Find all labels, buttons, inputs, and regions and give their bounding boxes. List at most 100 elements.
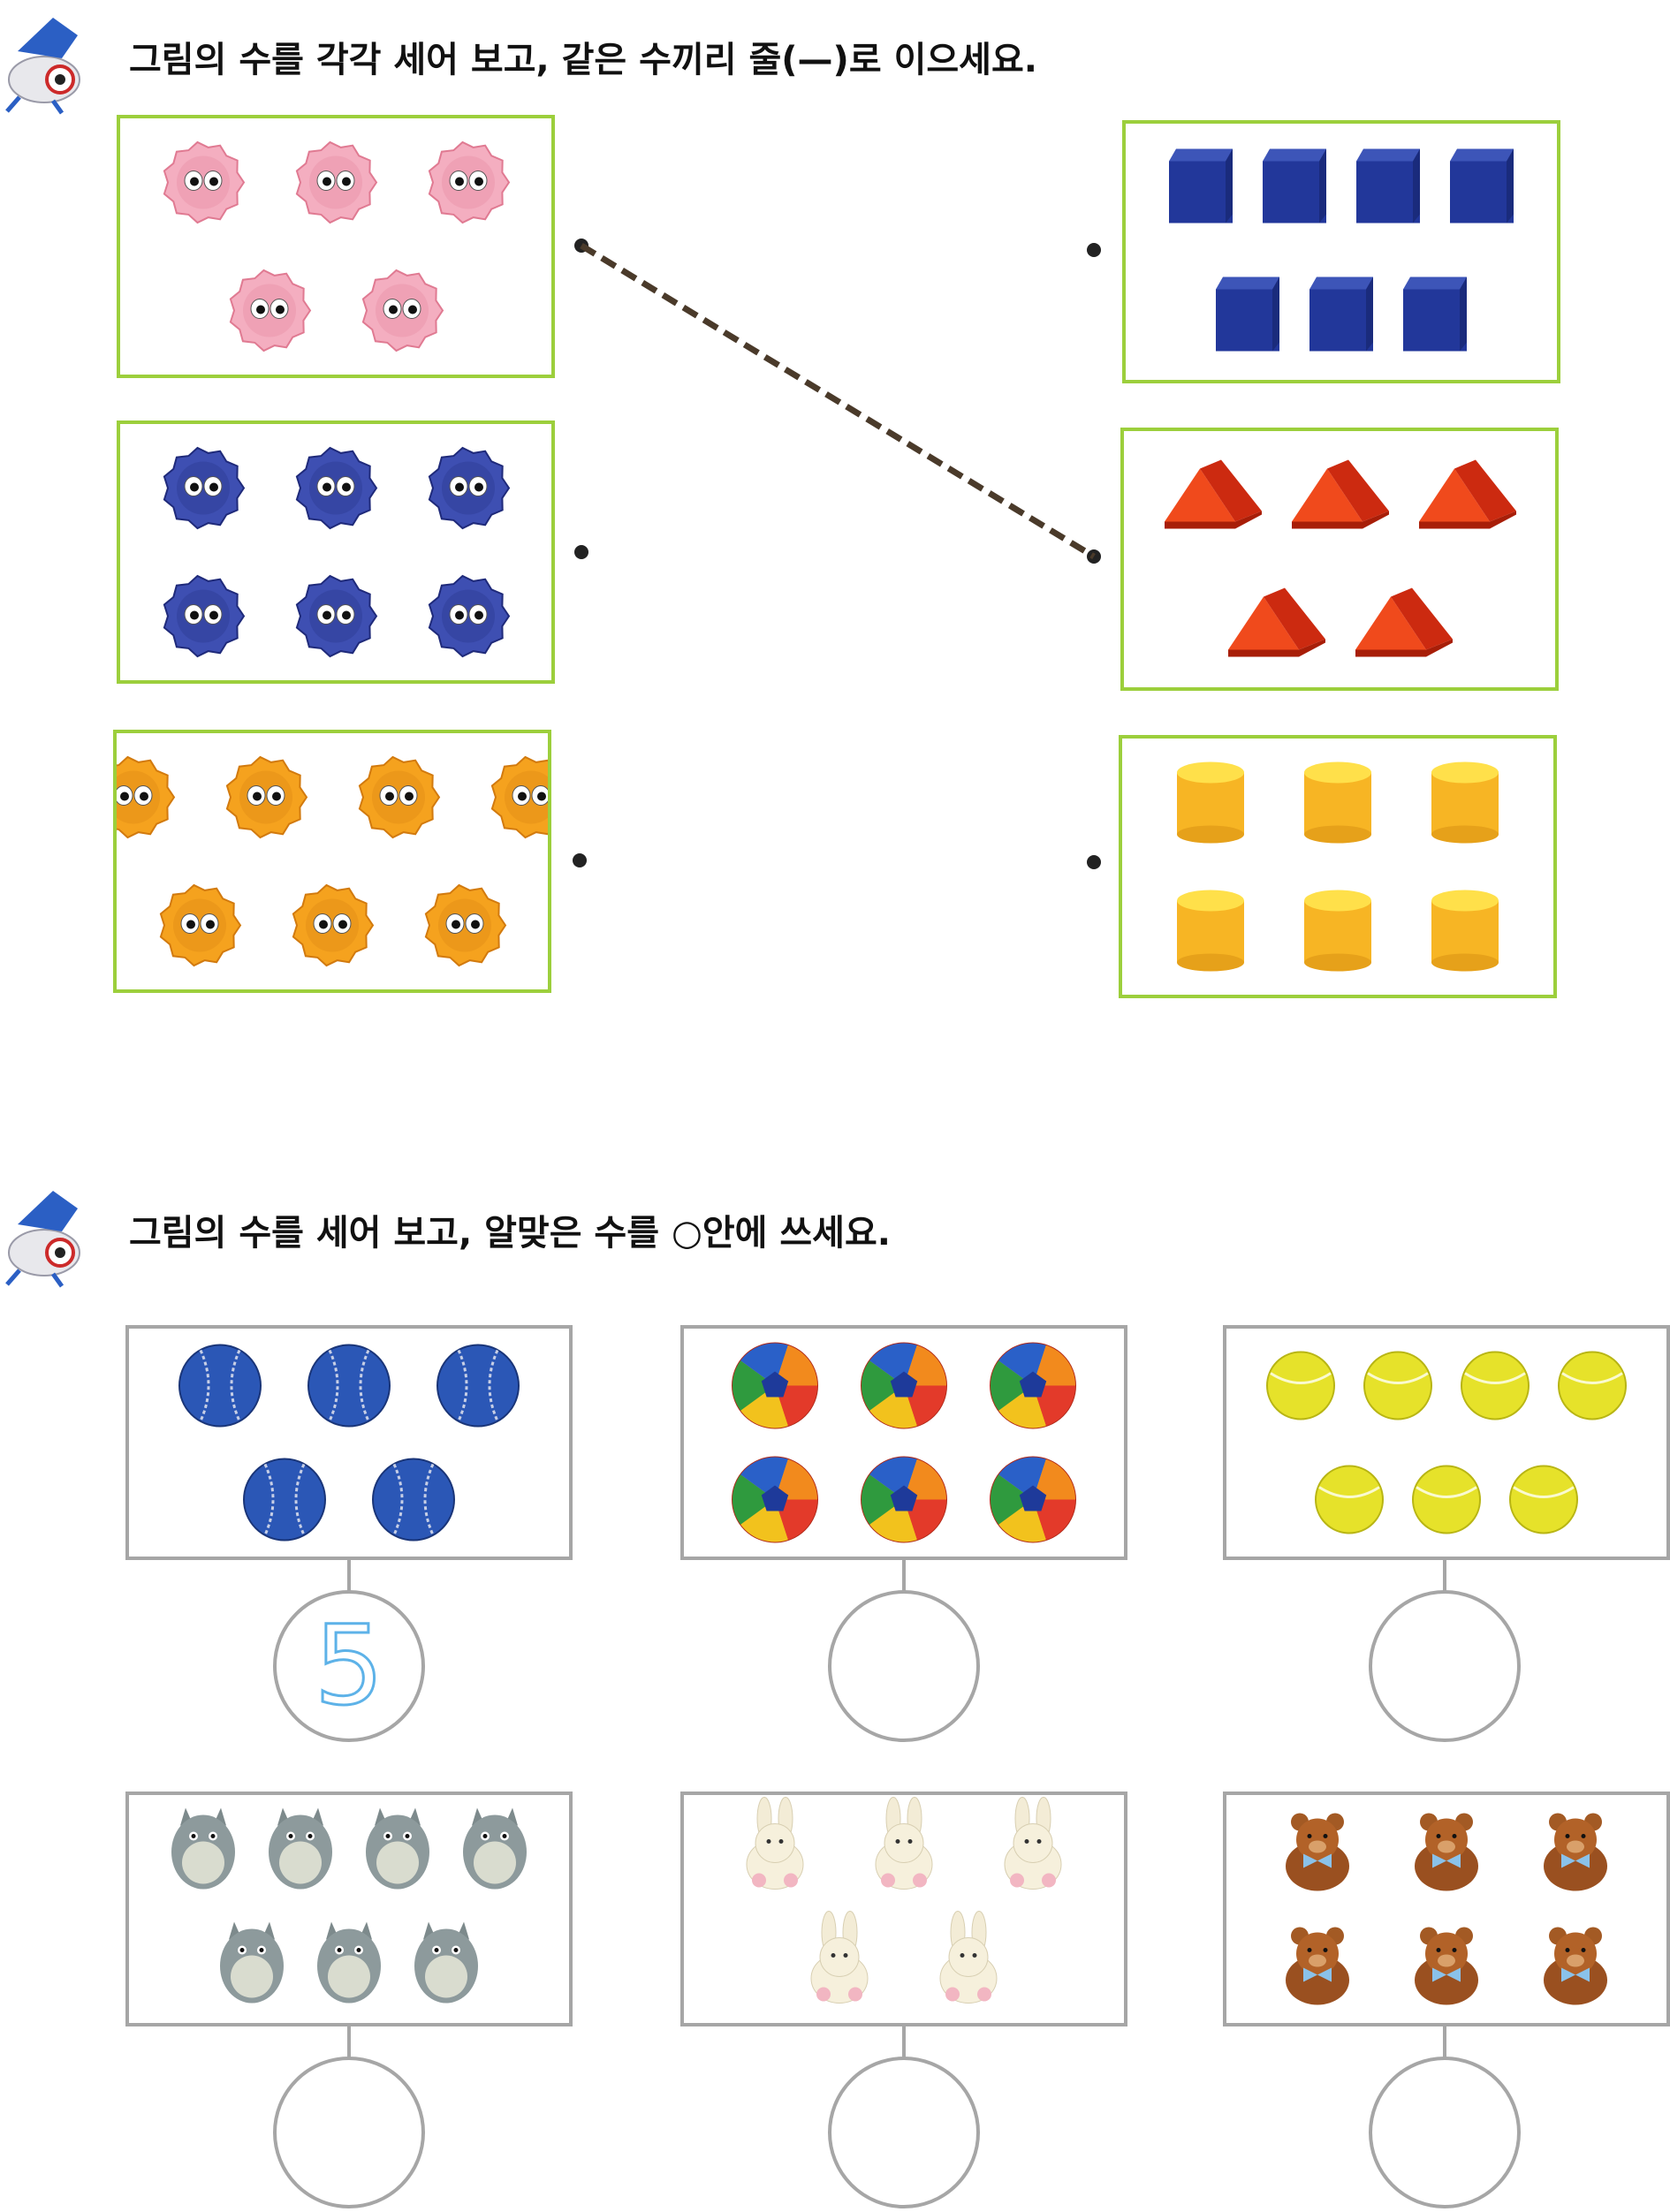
totoro-figure: [414, 1921, 478, 2004]
right-box-yellow-cylinders: [1119, 735, 1557, 998]
pompom: [295, 140, 378, 224]
answer-circle-2[interactable]: [828, 1590, 980, 1742]
pompom: [490, 755, 548, 839]
pompom: [229, 269, 312, 352]
tennis-ball: [1461, 1351, 1530, 1420]
answer-digit: [277, 2060, 421, 2205]
baseball: [436, 1344, 520, 1428]
pompom: [163, 140, 246, 224]
tennis-ball: [1266, 1351, 1335, 1420]
totoro-figure: [220, 1921, 284, 2004]
cube: [1309, 276, 1373, 352]
tennis-ball: [1509, 1465, 1578, 1534]
totoro-figure: [171, 1807, 235, 1890]
cylinder: [1304, 761, 1371, 844]
left-dot-2[interactable]: [574, 545, 588, 559]
pompom: [424, 883, 507, 967]
soccer-ball: [990, 1456, 1076, 1543]
pink-pompom-icon: [163, 140, 511, 352]
right-dot-3[interactable]: [1087, 855, 1101, 869]
example-dashed-line: [580, 243, 1096, 559]
baseball: [372, 1458, 455, 1542]
pompom: [163, 574, 246, 658]
left-box-pink-pompoms: [117, 115, 555, 378]
answer-circle-6[interactable]: [1369, 2057, 1521, 2208]
blue-cube-icon: [1169, 148, 1514, 352]
yellow-cylinder-icon: [1177, 761, 1499, 972]
stem-6: [1443, 2026, 1446, 2060]
teddy-bear: [1286, 1927, 1349, 2005]
answer-digit-hint: 5: [313, 1602, 385, 1730]
cylinder: [1177, 890, 1244, 972]
stem-4: [347, 2026, 351, 2060]
right-box-blue-cubes: [1122, 120, 1560, 383]
right-dot-1[interactable]: [1087, 243, 1101, 257]
soccer-ball: [861, 1456, 947, 1543]
triangular-prism: [1228, 587, 1325, 657]
plush-rabbit: [939, 1911, 998, 2004]
answer-circle-5[interactable]: [828, 2057, 980, 2208]
tennis-ball: [1412, 1465, 1481, 1534]
cylinder: [1431, 890, 1499, 972]
soccer-ball: [732, 1342, 818, 1429]
count-box-teddy-bears: [1223, 1792, 1670, 2026]
tennis-ball: [1363, 1351, 1432, 1420]
cube: [1356, 148, 1420, 223]
teddy-bear: [1286, 1813, 1349, 1891]
pompom: [428, 446, 511, 530]
pompom: [428, 140, 511, 224]
tennis-ball: [1558, 1351, 1627, 1420]
answer-circle-1[interactable]: 5: [273, 1590, 425, 1742]
cube: [1169, 148, 1233, 223]
soccer-ball: [861, 1342, 947, 1429]
pompom: [117, 755, 176, 839]
colorful-soccer-ball-icon: [732, 1342, 1076, 1543]
left-box-orange-pompoms: [113, 730, 551, 993]
blue-pompom-icon: [163, 446, 511, 658]
pompom: [225, 755, 308, 839]
cube: [1216, 276, 1279, 352]
mascot-robot-icon: [5, 1191, 80, 1288]
totoro-figure: [317, 1921, 381, 2004]
baseball: [307, 1344, 391, 1428]
stem-5: [902, 2026, 906, 2060]
cube: [1450, 148, 1514, 223]
stem-2: [902, 1560, 906, 1594]
totoro-figure: [463, 1807, 527, 1890]
count-box-totoro: [125, 1792, 573, 2026]
cylinder: [1431, 761, 1499, 844]
cube: [1263, 148, 1326, 223]
count-box-rabbits: [680, 1792, 1127, 2026]
answer-digit: [831, 2060, 976, 2205]
teddy-bear: [1415, 1927, 1478, 2005]
teddy-bear: [1544, 1813, 1607, 1891]
triangular-prism: [1292, 459, 1389, 529]
baseball: [178, 1344, 262, 1428]
answer-circle-3[interactable]: [1369, 1590, 1521, 1742]
pompom: [163, 446, 246, 530]
baseball: [243, 1458, 326, 1542]
plush-rabbit: [810, 1911, 869, 2004]
pompom: [292, 883, 375, 967]
totoro-figure: [269, 1807, 332, 1890]
plush-rabbit: [875, 1797, 933, 1890]
pompom: [295, 574, 378, 658]
left-dot-3[interactable]: [573, 853, 587, 867]
pompom: [295, 446, 378, 530]
triangular-prism: [1419, 459, 1516, 529]
cylinder: [1177, 761, 1244, 844]
totoro-figure-icon: [171, 1807, 527, 2004]
soccer-ball: [990, 1342, 1076, 1429]
soccer-ball: [732, 1456, 818, 1543]
pompom: [358, 755, 441, 839]
stem-3: [1443, 1560, 1446, 1594]
count-box-tennis-balls: [1223, 1325, 1670, 1560]
totoro-figure: [366, 1807, 429, 1890]
answer-circle-4[interactable]: [273, 2057, 425, 2208]
plush-rabbit-icon: [746, 1797, 1062, 2004]
plush-rabbit: [1004, 1797, 1062, 1890]
answer-digit: [1372, 1594, 1517, 1739]
orange-pompom-icon: [117, 755, 548, 967]
blue-baseball-icon: [178, 1344, 520, 1542]
mascot-robot-icon: [5, 18, 80, 115]
